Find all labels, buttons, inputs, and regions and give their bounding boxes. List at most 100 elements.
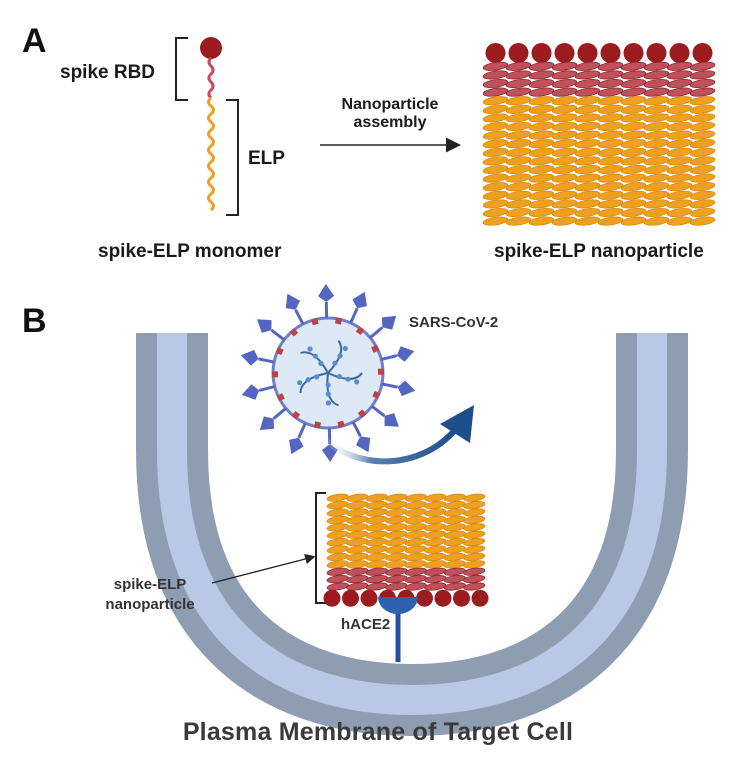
rbd-bead: [485, 43, 506, 63]
elp-coil: [365, 508, 388, 517]
rbd-coil: [443, 582, 466, 591]
virus-spike-stalk: [270, 328, 286, 341]
elp-coil: [443, 545, 466, 554]
elp-coil: [463, 515, 486, 524]
elp-coil: [463, 560, 486, 569]
elp-coil: [482, 96, 509, 106]
elp-coil: [597, 164, 624, 175]
rbd-coil: [505, 61, 532, 71]
elp-coil: [666, 113, 693, 123]
elp-coil: [482, 130, 509, 140]
elp-coil: [463, 501, 486, 510]
rna-bead: [297, 380, 303, 386]
elp-coil: [505, 199, 532, 209]
elp-coil: [689, 182, 716, 192]
elp-coil: [597, 104, 624, 114]
elp-coil: [424, 560, 447, 569]
rbd-coil: [620, 61, 647, 71]
elp-coil: [666, 173, 693, 183]
elp-coil: [551, 199, 578, 209]
elp-coil: [365, 523, 388, 532]
elp-coil: [443, 560, 466, 569]
elp-coil: [443, 530, 466, 539]
elp-coil: [443, 538, 466, 547]
rbd-coil: [404, 582, 427, 591]
elp-coil: [597, 121, 624, 132]
elp-coil: [404, 493, 427, 502]
elp-coil: [482, 164, 509, 175]
elp-coil: [666, 182, 693, 192]
elp-coil: [574, 147, 601, 157]
virus-spike-head: [397, 380, 416, 397]
elp-coil: [620, 164, 647, 175]
elp-coil: [666, 207, 693, 218]
rbd-coil: [424, 575, 447, 584]
elp-coil: [620, 147, 647, 157]
elp-coil: [346, 560, 369, 569]
elp-coil: [666, 104, 693, 114]
rbd-coil: [689, 61, 716, 71]
rbd-coil: [385, 575, 408, 584]
elp-coil: [666, 147, 693, 157]
rbd-bead: [434, 589, 452, 607]
rna-bead: [318, 360, 324, 366]
elp-coil: [443, 508, 466, 517]
elp-coil: [551, 96, 578, 106]
elp-coil: [365, 515, 388, 524]
elp-coil: [643, 207, 670, 218]
elp-coil: [424, 508, 447, 517]
virus-spike-stalk: [297, 422, 307, 439]
rbd-coil: [620, 78, 647, 89]
elp-coil: [551, 139, 578, 149]
rbd-coil: [463, 575, 486, 584]
elp-coil: [551, 207, 578, 218]
rbd-bead: [323, 589, 341, 607]
virus-membrane-protein: [334, 317, 343, 325]
elp-coil: [597, 173, 624, 183]
elp-coil: [551, 104, 578, 114]
elp-coil: [666, 130, 693, 140]
virus-spike-head: [289, 437, 304, 455]
rbd-coil: [463, 567, 486, 576]
elp-coil: [346, 552, 369, 561]
rbd-coil: [643, 87, 670, 97]
elp-coil: [505, 190, 532, 200]
elp-coil: [643, 130, 670, 140]
virus-membrane-protein: [355, 326, 365, 335]
elp-coil: [385, 560, 408, 569]
elp-coil: [551, 121, 578, 132]
rna-bead: [342, 345, 348, 352]
elp-coil: [620, 182, 647, 192]
virus-spike-stalk: [370, 405, 386, 418]
elp-coil: [689, 147, 716, 157]
elp-coil: [326, 493, 349, 502]
elp-coil: [365, 493, 388, 502]
virus-icon: [240, 284, 416, 462]
rbd-coil: [505, 70, 532, 80]
elp-coil: [551, 147, 578, 157]
elp-coil: [666, 96, 693, 106]
receptor-icon: [378, 597, 418, 662]
virus-spike-head: [396, 346, 415, 362]
elp-coil: [551, 130, 578, 140]
elp-coil: [574, 139, 601, 149]
rbd-coil: [666, 78, 693, 89]
virus-spike-head: [240, 349, 259, 366]
elp-coil: [551, 156, 578, 166]
elp-coil: [643, 121, 670, 132]
rbd-coil: [346, 567, 369, 576]
elp-coil: [597, 199, 624, 209]
nanoparticle-b-label: spike-ELP nanoparticle: [90, 575, 210, 615]
elp-coil: [689, 173, 716, 183]
rna-bead: [336, 373, 343, 380]
elp-coil: [643, 113, 670, 123]
elp-coil: [528, 199, 555, 209]
elp-coil: [528, 139, 555, 149]
elp-coil: [346, 538, 369, 547]
elp-coil: [689, 130, 716, 140]
rbd-coil: [482, 70, 509, 80]
rbd-coil: [666, 61, 693, 71]
elp-coil: [385, 530, 408, 539]
rna-bead: [305, 377, 311, 383]
